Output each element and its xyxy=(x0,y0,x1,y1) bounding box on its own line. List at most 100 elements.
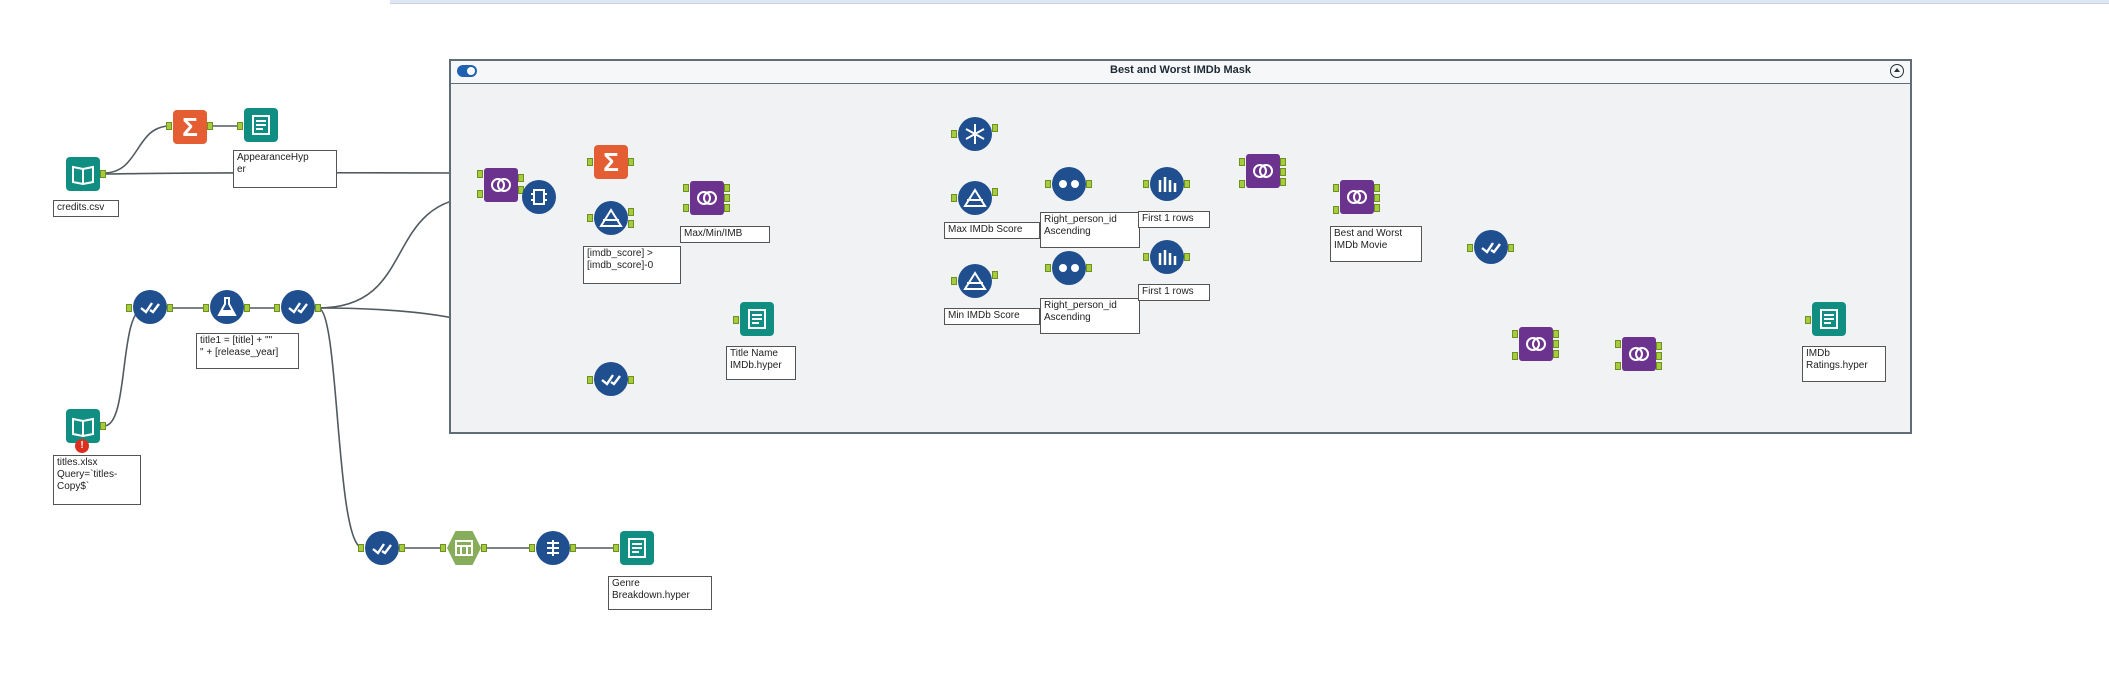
collapse-icon[interactable] xyxy=(1890,64,1904,78)
input-anchor[interactable] xyxy=(587,158,593,166)
input-anchor[interactable] xyxy=(587,214,593,222)
select-tool[interactable] xyxy=(594,362,628,396)
unique-tool[interactable] xyxy=(522,180,556,214)
output-anchor[interactable] xyxy=(724,204,730,212)
output-anchor[interactable] xyxy=(399,544,405,552)
input-anchor[interactable] xyxy=(1333,206,1339,214)
input-anchor[interactable] xyxy=(1143,253,1149,261)
output-anchor[interactable] xyxy=(244,304,250,312)
input-anchor[interactable] xyxy=(733,316,739,324)
sample-tool[interactable] xyxy=(1150,240,1184,274)
output-anchor[interactable] xyxy=(1184,253,1190,261)
sort-tool[interactable] xyxy=(1052,167,1086,201)
input-anchor[interactable] xyxy=(1467,244,1473,252)
sort-tool[interactable] xyxy=(1052,251,1086,285)
input-anchor[interactable] xyxy=(951,194,957,202)
filter-min-tool[interactable] xyxy=(958,264,992,298)
input-anchor[interactable] xyxy=(951,277,957,285)
imdb-ratings-output-tool[interactable] xyxy=(1812,302,1846,336)
input-anchor[interactable] xyxy=(529,544,535,552)
input-anchor[interactable] xyxy=(1239,180,1245,188)
join-tool[interactable] xyxy=(484,168,518,202)
output-anchor[interactable] xyxy=(724,184,730,192)
output-anchor[interactable] xyxy=(518,174,524,182)
output-anchor[interactable] xyxy=(1374,194,1380,202)
select-tool[interactable] xyxy=(1474,230,1508,264)
output-anchor[interactable] xyxy=(207,122,213,130)
filter-tool[interactable] xyxy=(594,201,628,235)
input-anchor[interactable] xyxy=(203,304,209,312)
formula-tool[interactable] xyxy=(210,290,244,324)
input-anchor[interactable] xyxy=(358,544,364,552)
output-anchor[interactable] xyxy=(1280,158,1286,166)
credits-input-tool[interactable] xyxy=(66,157,100,191)
output-anchor[interactable] xyxy=(167,304,173,312)
output-anchor[interactable] xyxy=(1553,340,1559,348)
input-anchor[interactable] xyxy=(683,204,689,212)
input-anchor[interactable] xyxy=(1143,180,1149,188)
output-anchor[interactable] xyxy=(100,422,106,430)
summarize-tool[interactable]: Σ xyxy=(594,145,628,179)
output-anchor[interactable] xyxy=(1280,178,1286,186)
input-anchor[interactable] xyxy=(477,170,483,178)
select-tool[interactable] xyxy=(133,290,167,324)
output-anchor[interactable] xyxy=(1553,350,1559,358)
cross-tab-tool[interactable] xyxy=(958,117,992,151)
input-anchor[interactable] xyxy=(1045,180,1051,188)
output-anchor[interactable] xyxy=(1656,362,1662,370)
output-anchor[interactable] xyxy=(570,544,576,552)
output-anchor[interactable] xyxy=(1280,168,1286,176)
input-anchor[interactable] xyxy=(440,544,446,552)
output-anchor[interactable] xyxy=(628,208,634,216)
output-anchor[interactable] xyxy=(992,188,998,196)
select-tool[interactable] xyxy=(281,290,315,324)
input-anchor[interactable] xyxy=(1805,316,1811,324)
input-anchor[interactable] xyxy=(1045,264,1051,272)
union-tool[interactable] xyxy=(1246,154,1280,188)
title-name-output-tool[interactable] xyxy=(740,302,774,336)
appearance-output-tool[interactable] xyxy=(244,108,278,142)
best-worst-join-tool[interactable] xyxy=(1340,180,1374,214)
input-anchor[interactable] xyxy=(166,122,172,130)
join-tool[interactable] xyxy=(1519,327,1553,361)
container-header[interactable]: Best and Worst IMDb Mask xyxy=(451,61,1910,84)
output-anchor[interactable] xyxy=(992,271,998,279)
container-enable-toggle[interactable] xyxy=(457,65,477,77)
output-anchor[interactable] xyxy=(1374,204,1380,212)
genre-output-tool[interactable] xyxy=(620,531,654,565)
filter-max-tool[interactable] xyxy=(958,181,992,215)
output-anchor[interactable] xyxy=(100,170,106,178)
input-anchor[interactable] xyxy=(1512,330,1518,338)
input-anchor[interactable] xyxy=(951,130,957,138)
input-anchor[interactable] xyxy=(274,304,280,312)
output-anchor[interactable] xyxy=(992,124,998,132)
text-to-columns-tool[interactable] xyxy=(447,531,481,565)
output-anchor[interactable] xyxy=(628,376,634,384)
input-anchor[interactable] xyxy=(1239,158,1245,166)
input-anchor[interactable] xyxy=(477,190,483,198)
output-anchor[interactable] xyxy=(1374,184,1380,192)
input-anchor[interactable] xyxy=(237,122,243,130)
summarize-tool[interactable]: Σ xyxy=(173,110,207,144)
output-anchor[interactable] xyxy=(1508,244,1514,252)
input-anchor[interactable] xyxy=(126,304,132,312)
summarize-rows-tool[interactable] xyxy=(536,531,570,565)
titles-input-tool[interactable] xyxy=(66,409,100,443)
input-anchor[interactable] xyxy=(613,544,619,552)
select-tool[interactable] xyxy=(365,531,399,565)
output-anchor[interactable] xyxy=(1184,180,1190,188)
output-anchor[interactable] xyxy=(1086,264,1092,272)
sample-tool[interactable] xyxy=(1150,167,1184,201)
input-anchor[interactable] xyxy=(683,184,689,192)
output-anchor[interactable] xyxy=(628,158,634,166)
join-tool[interactable] xyxy=(1622,337,1656,371)
input-anchor[interactable] xyxy=(1333,184,1339,192)
output-anchor[interactable] xyxy=(315,304,321,312)
join-tool[interactable] xyxy=(690,181,724,215)
output-anchor[interactable] xyxy=(1656,342,1662,350)
output-anchor[interactable] xyxy=(1656,352,1662,360)
output-anchor[interactable] xyxy=(1086,180,1092,188)
output-anchor[interactable] xyxy=(481,544,487,552)
output-anchor[interactable] xyxy=(628,220,634,228)
input-anchor[interactable] xyxy=(1615,340,1621,348)
